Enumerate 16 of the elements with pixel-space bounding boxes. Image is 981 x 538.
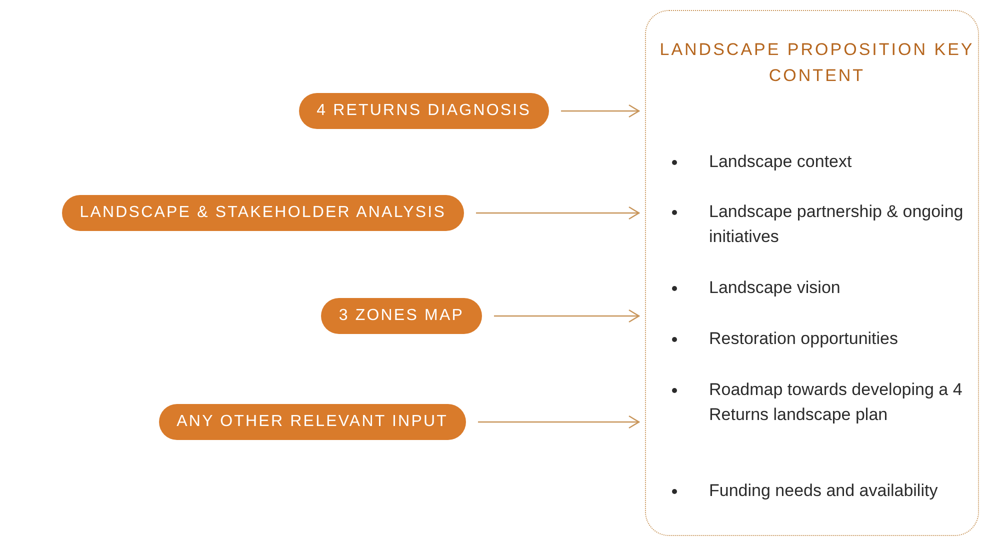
- bullet-text: Roadmap towards developing a 4 Returns landscape plan: [709, 379, 964, 426]
- bullet-text: Landscape vision: [709, 277, 842, 299]
- input-pill: ANY OTHER RELEVANT INPUT: [158, 404, 466, 440]
- bullet-text: Landscape partnership & ongoing initiatives: [709, 201, 964, 248]
- arrow: [478, 415, 640, 429]
- bullet-text: Funding needs and availability: [709, 480, 939, 502]
- bullet-text: Landscape context: [709, 151, 853, 173]
- input-pill: 3 ZONES MAP: [320, 298, 482, 334]
- bullet-text: Restoration opportunities: [709, 328, 900, 350]
- content-panel: [645, 10, 979, 536]
- arrow: [561, 104, 640, 118]
- input-pill: LANDSCAPE & STAKEHOLDER ANALYSIS: [62, 195, 464, 231]
- input-pill: 4 RETURNS DIAGNOSIS: [298, 93, 549, 129]
- panel-heading: LANDSCAPE PROPOSITION KEY CONTENT: [658, 39, 976, 87]
- arrow: [476, 206, 640, 220]
- arrow: [494, 309, 640, 323]
